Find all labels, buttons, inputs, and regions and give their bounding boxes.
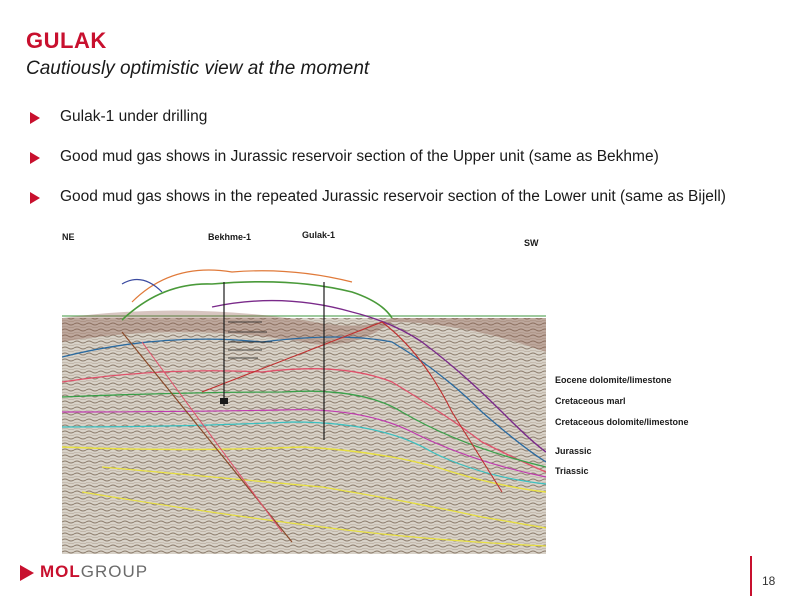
logo-text: MOLGROUP: [40, 562, 149, 581]
slide-title: GULAK: [26, 28, 107, 53]
bullet-text: Gulak-1 under drilling: [60, 108, 208, 125]
legend-eocene: Eocene dolomite/limestone: [555, 375, 672, 385]
bullet-text: Good mud gas shows in the repeated Juras…: [60, 188, 726, 205]
well-label-bekhme: Bekhme-1: [208, 232, 252, 242]
page-number-divider: [750, 556, 752, 596]
legend-jurassic: Jurassic: [555, 446, 592, 456]
bullet-item: Good mud gas shows in the repeated Juras…: [30, 188, 790, 208]
bullet-arrow-icon: [30, 112, 40, 124]
bullet-arrow-icon: [30, 192, 40, 204]
legend-cretaceous-marl: Cretaceous marl: [555, 396, 626, 406]
bullet-item: Good mud gas shows in Jurassic reservoir…: [30, 148, 790, 168]
well-label-gulak: Gulak-1: [302, 230, 336, 240]
direction-label-sw: SW: [524, 238, 539, 248]
page-number: 18: [762, 574, 776, 588]
bullet-item: Gulak-1 under drilling: [30, 108, 790, 128]
bullet-arrow-icon: [30, 152, 40, 164]
seismic-section-image: [62, 269, 546, 554]
slide-subtitle: Cautiously optimistic view at the moment: [26, 58, 370, 79]
bullet-list: Gulak-1 under drilling Good mud gas show…: [30, 108, 790, 228]
bullet-text: Good mud gas shows in Jurassic reservoir…: [60, 148, 659, 165]
mol-logo-icon: [20, 565, 34, 581]
legend-triassic: Triassic: [555, 466, 589, 476]
direction-label-ne: NE: [62, 232, 75, 242]
legend-cretaceous-dolomite: Cretaceous dolomite/limestone: [555, 417, 689, 427]
